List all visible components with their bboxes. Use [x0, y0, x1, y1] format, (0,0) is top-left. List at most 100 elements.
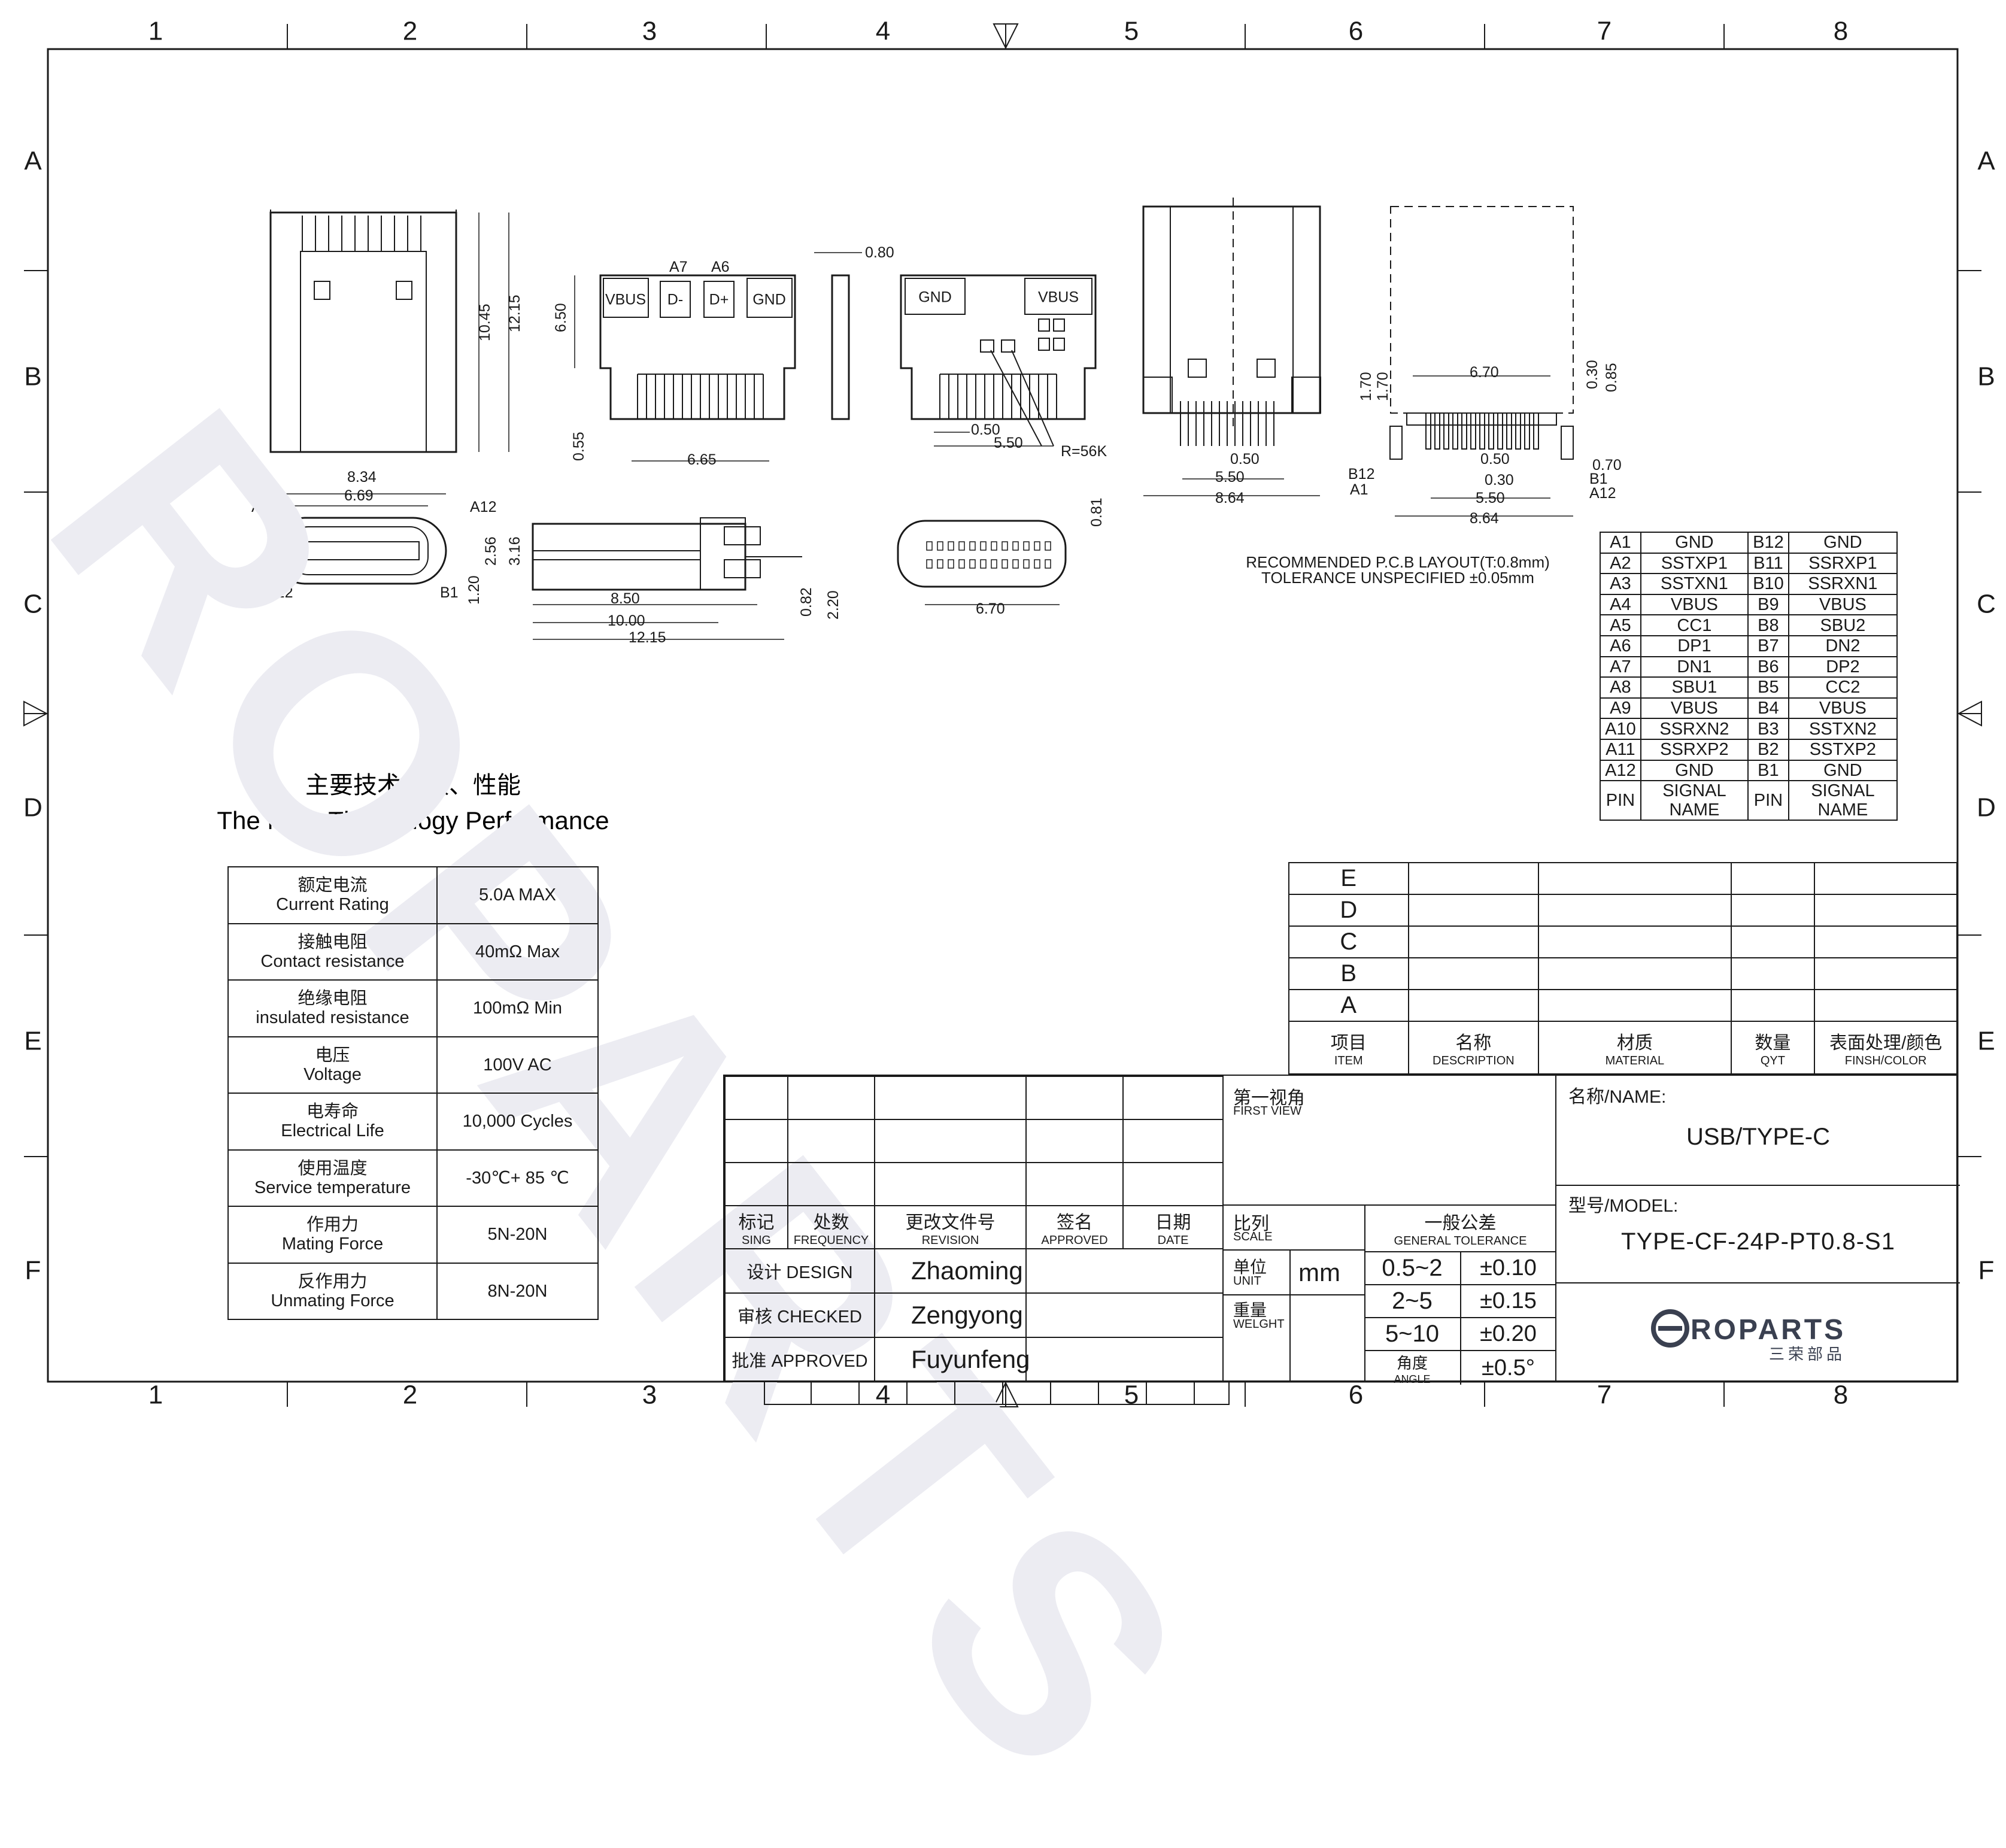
contact-pin [991, 559, 997, 569]
contact-pin [1023, 559, 1030, 569]
sign-blank-cell [1025, 1248, 1224, 1294]
contact-pin [969, 559, 976, 569]
tolerance-value: ±0.20 [1480, 1321, 1537, 1346]
label-a6: A6 [711, 259, 730, 275]
contact-pin [948, 541, 954, 551]
tolerance-range: 0.5~2 [1364, 1252, 1461, 1284]
zone-col-2-bottom: 2 [403, 1380, 417, 1410]
zone-ticks [23, 23, 1982, 1407]
pinout-cell: B1 [1747, 759, 1789, 782]
pinout-cell: A12 [1600, 759, 1641, 782]
logo-text: ROPARTS [1691, 1314, 1846, 1346]
sign-blank-cell [724, 1162, 788, 1206]
dim-1-70-a: 1.70 [1358, 372, 1374, 401]
dim-10-45: 10.45 [477, 304, 493, 341]
revision-header-en: MATERIAL [1605, 1054, 1665, 1067]
view-pcb-layout: 6.70 0.30 0.85 1.70 1.70 B12 A1 0.50 0.3… [1348, 206, 1622, 527]
dim-6-69: 6.69 [344, 487, 374, 504]
revision-header-cn: 项目 [1330, 1033, 1367, 1053]
spec-label-en: Current Rating [276, 895, 389, 915]
dim-2-20: 2.20 [825, 590, 842, 620]
sign-person-name: Zhaoming [874, 1248, 1027, 1294]
pinout-cell: SSRXN2 [1640, 718, 1749, 740]
pinout-cell: A1 [1600, 532, 1641, 554]
sign-header-cn: 处数 [813, 1212, 849, 1233]
tolerance-value: ±0.15 [1480, 1288, 1537, 1313]
revision-row: C [1288, 925, 1958, 958]
revision-cell [1814, 957, 1958, 990]
tolerance-row: 5~10±0.20 [1364, 1318, 1556, 1351]
contact-pin [1023, 541, 1030, 551]
spec-value: 10,000 Cycles [436, 1093, 599, 1151]
pinout-cell: A9 [1600, 697, 1641, 720]
dim-0-85-layout: 0.85 [1603, 363, 1620, 392]
sign-blank-row [724, 1076, 1224, 1120]
sign-blank-cell [1025, 1292, 1224, 1338]
zone-col-5-top: 5 [1124, 17, 1139, 46]
pad-vbus-front: VBUS [605, 292, 646, 308]
zone-col-3-top: 3 [642, 17, 657, 46]
sign-header-en: APPROVED [1041, 1233, 1108, 1247]
bottom-strip [764, 1382, 1230, 1405]
sign-blank-cell [787, 1119, 875, 1163]
spec-value: -30℃+ 85 ℃ [436, 1149, 599, 1207]
spec-value: 100mΩ Min [436, 979, 599, 1037]
pinout-cell: SSRXP1 [1788, 552, 1898, 575]
dim-8-50: 8.50 [611, 590, 640, 607]
spec-label-en: Unmating Force [271, 1291, 394, 1310]
pinout-cell: B10 [1747, 573, 1789, 595]
revision-header-en: QYT [1760, 1054, 1785, 1067]
revision-cell [1730, 989, 1816, 1022]
view-pcb-front: VBUS D- D+ GND A7 A6 6.50 0.55 6.65 [553, 259, 796, 468]
pinout-cell: CC1 [1640, 614, 1749, 636]
contact-pin [1045, 559, 1051, 569]
contact-pin [948, 559, 954, 569]
sign-blank-cell [724, 1119, 788, 1163]
contact-pin [1034, 559, 1040, 569]
pinout-cell: B7 [1747, 635, 1789, 657]
revision-row: A [1288, 989, 1958, 1022]
contact-pin [1045, 541, 1051, 551]
contact-pin [991, 541, 997, 551]
revision-cell [1538, 925, 1732, 958]
sign-blank-cell [1025, 1076, 1124, 1120]
pinout-cell: B8 [1747, 614, 1789, 636]
dim-5-50-back: 5.50 [994, 435, 1023, 451]
scale-cn: 比列 [1233, 1214, 1269, 1234]
zone-col-3-bottom: 3 [642, 1380, 657, 1410]
layout-pad [1461, 412, 1467, 450]
tolerance-row: 2~5±0.15 [1364, 1285, 1556, 1318]
zone-row-D-left: D [23, 793, 43, 823]
spec-label-cn: 使用温度 [298, 1158, 368, 1178]
zone-row-A-left: A [24, 147, 42, 176]
contact-pin [958, 541, 965, 551]
pinout-cell: DN1 [1640, 656, 1749, 678]
contact-pin [926, 559, 933, 569]
pinout-cell: VBUS [1788, 593, 1898, 616]
dim-8-64-layout: 8.64 [1470, 510, 1499, 527]
view-pcb-back: GND VBUS 0.50 5.50 R=56K [900, 274, 1107, 460]
layout-pad [1524, 412, 1530, 450]
zone-row-F-right: F [1978, 1256, 1995, 1285]
spec-label-en: Mating Force [281, 1234, 384, 1254]
dim-3-16: 3.16 [506, 536, 523, 566]
pinout-cell: DP1 [1640, 635, 1749, 657]
tolerance-header: 一般公差 GENERAL TOLERANCE [1364, 1204, 1556, 1252]
revision-header-cn: 材质 [1616, 1033, 1653, 1053]
pinout-cell: B12 [1747, 532, 1789, 554]
revision-header-cn: 数量 [1755, 1033, 1791, 1053]
contact-pin [958, 559, 965, 569]
model-label: 型号/MODEL: [1568, 1196, 1679, 1216]
pinout-cell: GND [1788, 759, 1898, 782]
